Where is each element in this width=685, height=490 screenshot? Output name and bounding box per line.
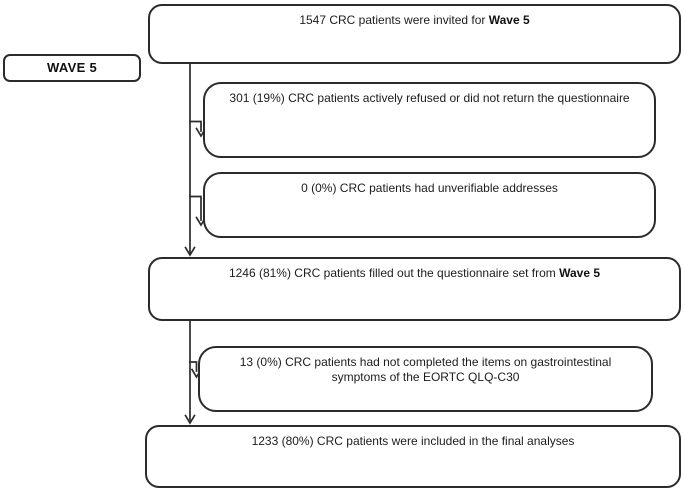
box-final-text-normal: 1233 (80%) CRC patients were included in… — [251, 434, 575, 448]
box-filled: 1246 (81%) CRC patients filled out the q… — [148, 257, 681, 321]
box-filled-text-bold: Wave 5 — [559, 266, 601, 280]
box-final: 1233 (80%) CRC patients were included in… — [145, 425, 681, 488]
box-filled-text: 1246 (81%) CRC patients filled out the q… — [229, 259, 600, 281]
box-incomplete: 13 (0%) CRC patients had not completed t… — [198, 346, 653, 412]
box-filled-text-normal: 1246 (81%) CRC patients filled out the q… — [228, 266, 560, 280]
wave-label-box: WAVE 5 — [3, 54, 141, 82]
box-invited: 1547 CRC patients were invited for Wave … — [148, 4, 681, 64]
box-final-text: 1233 (80%) CRC patients were included in… — [252, 427, 575, 449]
box-incomplete-text: 13 (0%) CRC patients had not completed t… — [213, 348, 638, 386]
box-invited-text: 1547 CRC patients were invited for Wave … — [299, 6, 529, 28]
connector-branch-incomplete — [189, 361, 198, 372]
wave-label-text: WAVE 5 — [47, 59, 97, 75]
box-unverifiable-text-normal: 0 (0%) CRC patients had unverifiable add… — [301, 181, 558, 195]
box-invited-text-normal: 1547 CRC patients were invited for — [299, 13, 489, 27]
box-refused-text-normal: 301 (19%) CRC patients actively refused … — [229, 91, 630, 105]
box-unverifiable-text: 0 (0%) CRC patients had unverifiable add… — [301, 174, 558, 196]
arrow-down-icon — [184, 414, 196, 425]
box-incomplete-text-normal: 13 (0%) CRC patients had not completed t… — [239, 355, 612, 385]
box-unverifiable: 0 (0%) CRC patients had unverifiable add… — [203, 172, 656, 238]
box-invited-text-bold: Wave 5 — [488, 13, 530, 27]
connector-branch-refused — [189, 120, 202, 132]
connector-branch-unverifiable — [189, 195, 202, 221]
box-refused: 301 (19%) CRC patients actively refused … — [203, 82, 656, 158]
arrow-down-icon — [184, 246, 196, 257]
box-refused-text: 301 (19%) CRC patients actively refused … — [229, 84, 629, 106]
